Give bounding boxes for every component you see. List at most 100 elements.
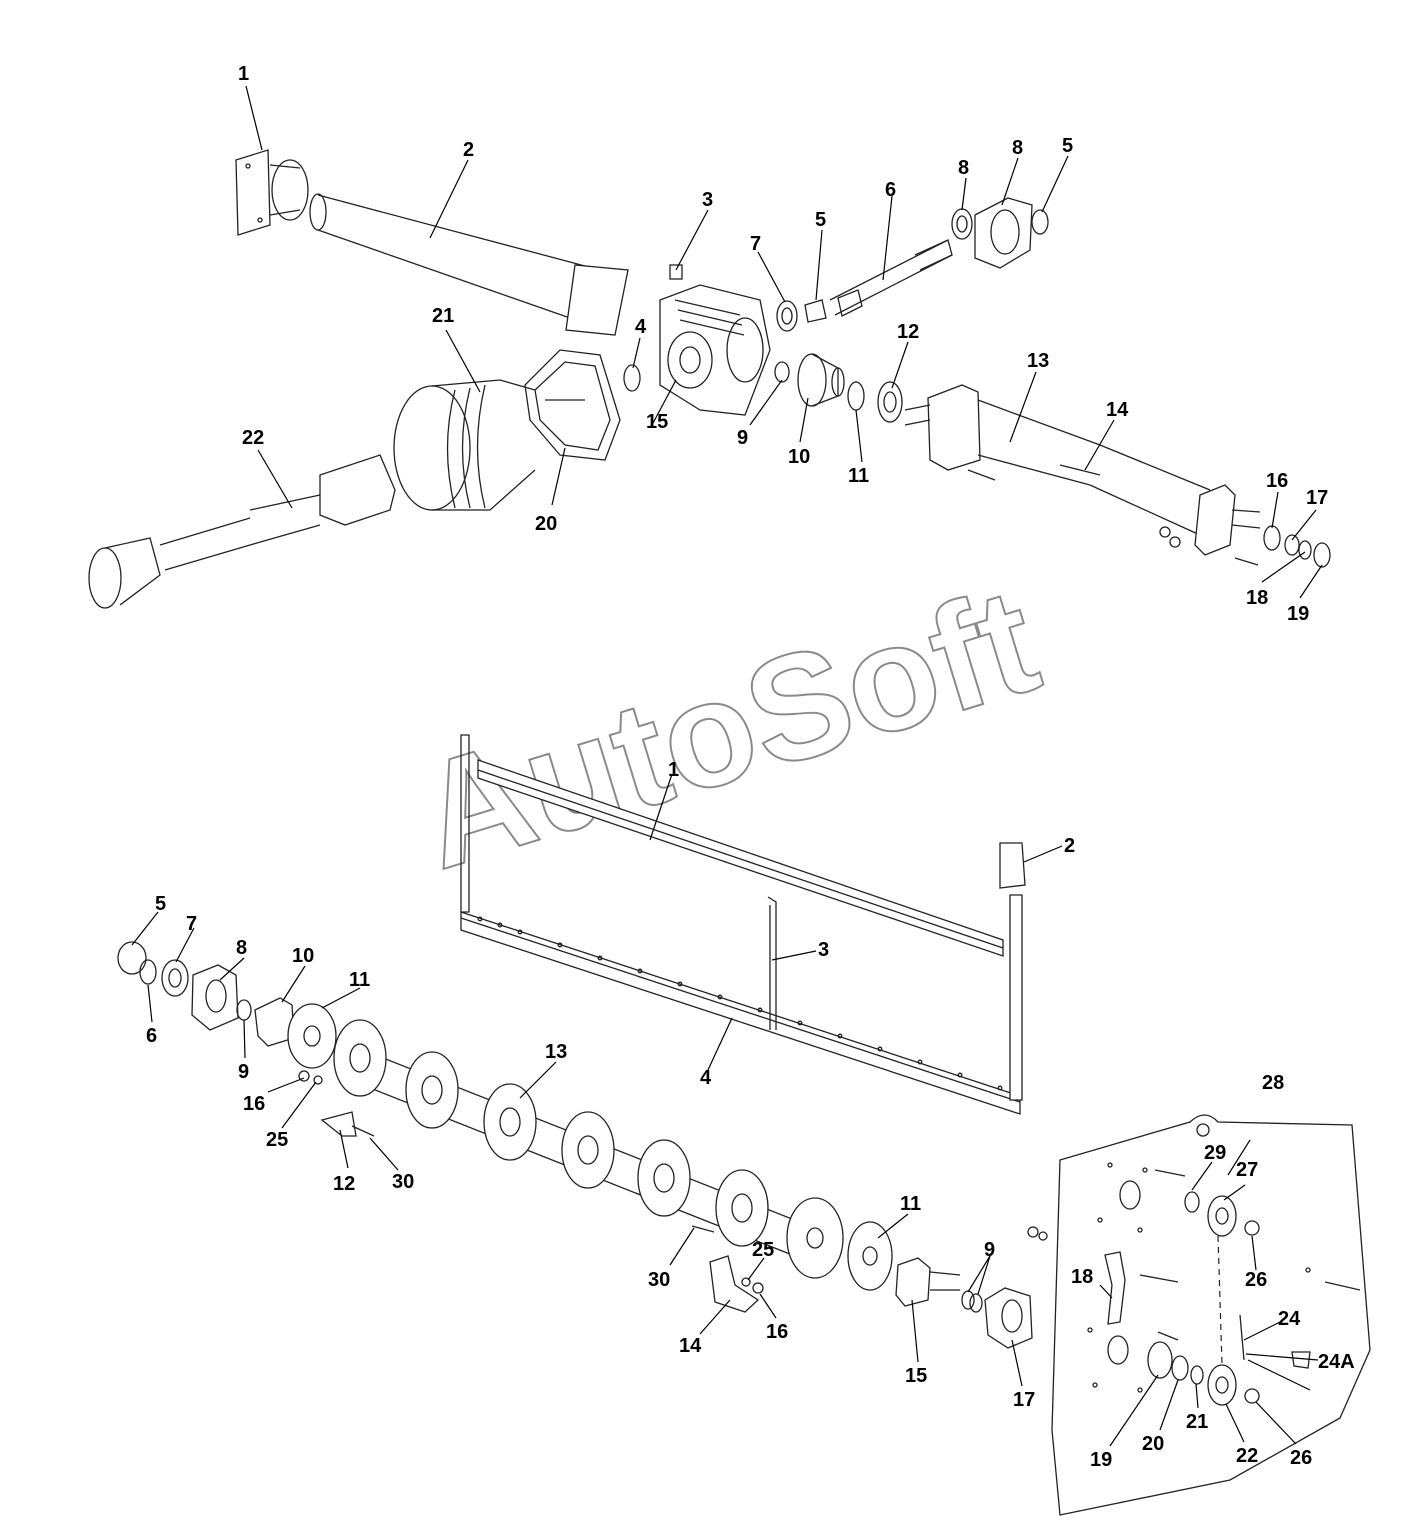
- ring: [236, 999, 252, 1021]
- splined-shaft: [829, 239, 953, 317]
- callout: 24: [1278, 1308, 1301, 1330]
- ring: [1190, 1365, 1204, 1385]
- output-shaft-tube: [904, 384, 1261, 556]
- callout: 4: [635, 316, 647, 338]
- washer: [741, 1277, 751, 1287]
- bearing: [951, 208, 973, 240]
- callout: 21: [432, 305, 454, 327]
- knife-blade: [709, 1255, 760, 1313]
- callout: 19: [1090, 1449, 1112, 1471]
- bottom-callouts: 5 6 7 8 9 9 10 11 11 12 13 14 15 16 16 1…: [146, 893, 1355, 1471]
- callout: 17: [1013, 1389, 1035, 1411]
- frame-assembly: 1 2 3 4: [460, 734, 1075, 1115]
- sprocket: [1207, 1195, 1237, 1237]
- shield-plate: [524, 349, 621, 461]
- callout: 18: [1071, 1266, 1093, 1288]
- ring: [1284, 534, 1300, 556]
- rotor-shaft-assembly: 5 6 7 8 9 9 10 11 11 12 13 14 15 16 16 1…: [117, 893, 1371, 1516]
- callout: 8: [958, 157, 969, 179]
- callout: 22: [1236, 1445, 1258, 1467]
- callout: 14: [679, 1335, 702, 1357]
- bolt: [691, 1225, 715, 1233]
- nut: [1169, 536, 1181, 548]
- callout: 16: [1266, 470, 1288, 492]
- callout: 30: [392, 1171, 414, 1193]
- callout: 6: [885, 179, 896, 201]
- top-callouts: 1 2 3 15 4 5 5 6 7 8 8 9 10 11 12 13 14 …: [238, 63, 1328, 625]
- bearing: [774, 361, 790, 383]
- ring: [1263, 525, 1281, 551]
- callout: 8: [1012, 137, 1023, 159]
- flange-cover: [974, 197, 1033, 269]
- callout: 16: [243, 1093, 265, 1115]
- snap-ring: [847, 381, 865, 411]
- tension-rod: [767, 896, 777, 1030]
- callout: 5: [1062, 135, 1073, 157]
- callout: 3: [818, 939, 829, 961]
- callout: 1: [238, 63, 249, 85]
- callout: 22: [242, 427, 264, 449]
- callout: 11: [900, 1193, 921, 1215]
- callout: 20: [1142, 1433, 1164, 1455]
- nut-ring: [1313, 542, 1331, 568]
- bolt: [1234, 557, 1259, 566]
- bottom-leader-lines: [131, 911, 1319, 1447]
- post-cap: [999, 842, 1026, 889]
- callout: 13: [1027, 350, 1049, 372]
- nut: [298, 1070, 310, 1082]
- tube-part: [309, 193, 629, 336]
- callout: 30: [648, 1269, 670, 1291]
- ring: [139, 959, 157, 985]
- callout: 29: [1204, 1142, 1226, 1164]
- bearing-housing: [191, 964, 239, 1031]
- callout: 9: [737, 427, 748, 449]
- callout: 10: [292, 945, 314, 967]
- callout: 12: [333, 1173, 355, 1195]
- callout: 27: [1236, 1159, 1258, 1181]
- ring: [1184, 1191, 1200, 1213]
- callout: 20: [535, 513, 557, 535]
- callout: 14: [1106, 399, 1129, 421]
- callout: 15: [905, 1365, 927, 1387]
- callout: 26: [1245, 1269, 1267, 1291]
- washer: [313, 1075, 323, 1085]
- stub-shaft-flange: [895, 1257, 931, 1307]
- callout: 25: [752, 1239, 774, 1261]
- gearbox-housing: [659, 284, 771, 416]
- top-leader-lines: [245, 85, 1323, 599]
- ring: [961, 1290, 975, 1310]
- bearing: [776, 300, 798, 332]
- ring: [1171, 1355, 1189, 1381]
- nut: [1159, 526, 1171, 538]
- callout: 6: [146, 1025, 157, 1047]
- bolt: [1157, 1331, 1179, 1341]
- callout: 5: [815, 209, 826, 231]
- callout: 25: [266, 1129, 288, 1151]
- side-plate: [1051, 1114, 1371, 1516]
- bearing: [1147, 1341, 1173, 1379]
- callout: 2: [463, 139, 474, 161]
- callout: 2: [1064, 835, 1075, 857]
- callout: 1: [668, 759, 679, 781]
- callout: 15: [646, 411, 668, 433]
- callout: 26: [1290, 1447, 1312, 1469]
- callout: 28: [1262, 1072, 1284, 1094]
- bolt: [1324, 1281, 1361, 1291]
- bevel-gear: [797, 353, 845, 407]
- bearing: [161, 959, 189, 997]
- nut: [752, 1282, 764, 1294]
- breather-fitting: [669, 264, 683, 280]
- gear-collar: [804, 299, 827, 323]
- bolt: [1139, 1274, 1179, 1283]
- chain: [1217, 1235, 1223, 1366]
- bolt: [351, 1125, 375, 1137]
- callout: 10: [788, 446, 810, 468]
- callout: 9: [238, 1061, 249, 1083]
- washer: [1038, 1231, 1048, 1241]
- rotor-disks: [333, 1019, 844, 1279]
- ring: [1298, 540, 1312, 560]
- chain-link: [1239, 1314, 1245, 1361]
- callout: 3: [702, 189, 713, 211]
- callout: 7: [750, 233, 761, 255]
